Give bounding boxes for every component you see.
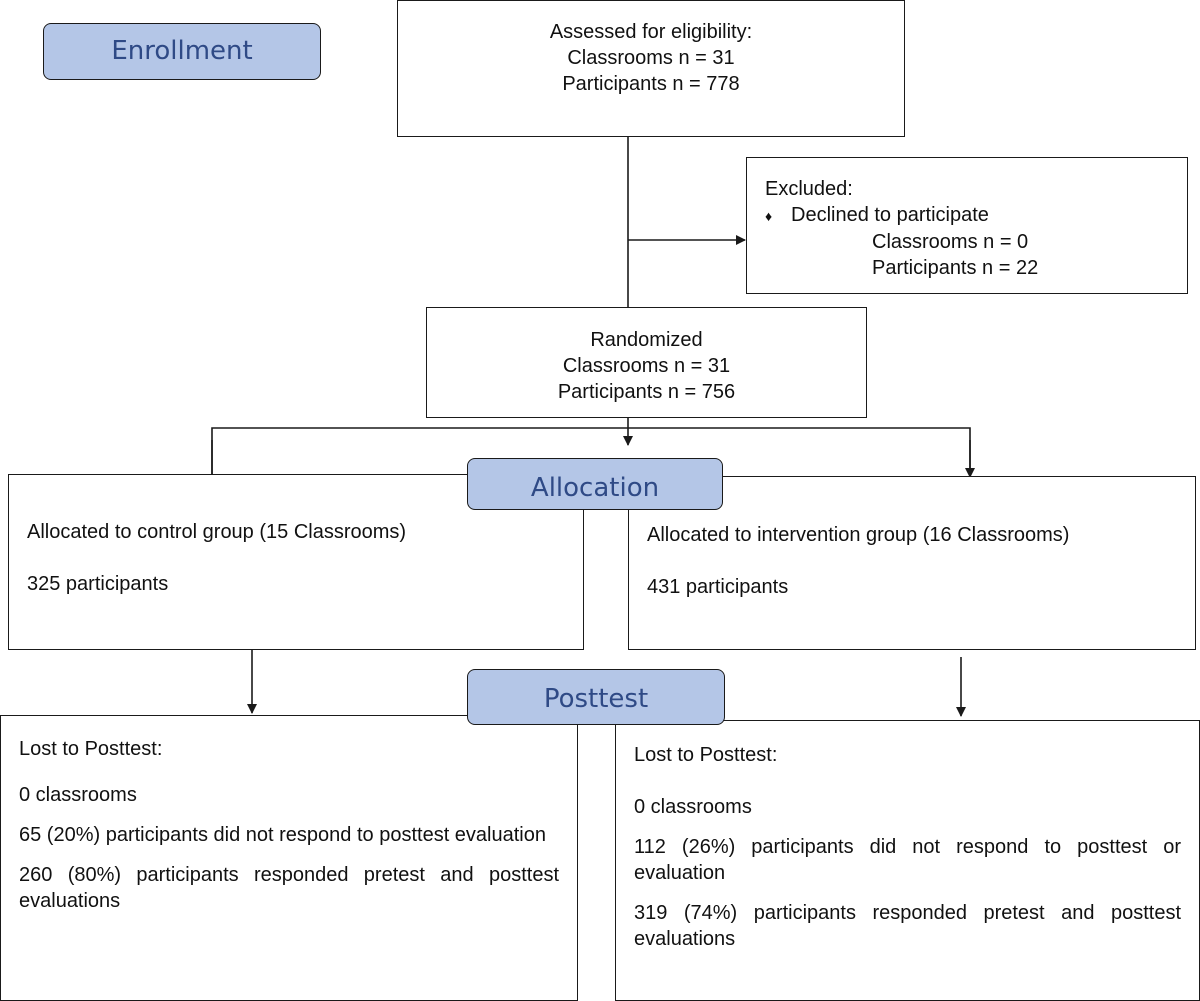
control-posttest-box: Lost to Posttest: 0 classrooms 65 (20%) … xyxy=(0,715,578,1001)
control-posttest-nonresponse: 65 (20%) participants did not respond to… xyxy=(19,824,546,846)
diamond-bullet-icon: ♦ xyxy=(765,208,773,224)
intervention-posttest-box: Lost to Posttest: 0 classrooms 112 (26%)… xyxy=(615,720,1200,1001)
assessed-box: Assessed for eligibility: Classrooms n =… xyxy=(397,0,905,137)
allocation-stage-label: Allocation xyxy=(467,458,723,510)
randomized-classrooms: Classrooms n = 31 xyxy=(562,355,731,377)
control-allocation-participants: 325 participants xyxy=(27,573,169,595)
excluded-box: Excluded: ♦ Declined to participate Class… xyxy=(746,157,1188,294)
randomized-box: Randomized Classrooms n = 31 Participant… xyxy=(426,307,867,418)
intervention-posttest-title: Lost to Posttest: xyxy=(634,744,778,766)
intervention-allocation-title: Allocated to intervention group (16 Clas… xyxy=(647,524,1070,546)
assessed-participants: Participants n = 778 xyxy=(562,73,740,95)
assessed-title: Assessed for eligibility: xyxy=(549,21,753,43)
intervention-posttest-classrooms: 0 classrooms xyxy=(634,796,752,818)
excluded-reason-row: ♦ Declined to participate xyxy=(765,202,1187,229)
intervention-allocation-box: Allocated to intervention group (16 Clas… xyxy=(628,476,1196,650)
control-posttest-title: Lost to Posttest: xyxy=(19,738,163,760)
posttest-stage-label: Posttest xyxy=(467,669,725,725)
randomized-title: Randomized xyxy=(590,329,703,351)
intervention-posttest-nonresponse: 112 (26%) participants did not respond t… xyxy=(634,836,1181,884)
intervention-allocation-participants: 431 participants xyxy=(647,576,789,598)
excluded-reason: Declined to participate xyxy=(791,204,989,226)
control-posttest-responded: 260 (80%) participants responded pretest… xyxy=(19,864,559,912)
excluded-title: Excluded: xyxy=(765,178,853,200)
excluded-classrooms: Classrooms n = 0 xyxy=(872,231,1029,253)
assessed-classrooms: Classrooms n = 31 xyxy=(567,47,735,69)
randomized-participants: Participants n = 756 xyxy=(557,381,736,403)
excluded-participants: Participants n = 22 xyxy=(872,257,1039,279)
enrollment-stage-label: Enrollment xyxy=(43,23,321,80)
control-allocation-title: Allocated to control group (15 Classroom… xyxy=(27,521,407,543)
control-posttest-classrooms: 0 classrooms xyxy=(19,784,137,806)
intervention-posttest-responded: 319 (74%) participants responded pretest… xyxy=(634,902,1181,950)
